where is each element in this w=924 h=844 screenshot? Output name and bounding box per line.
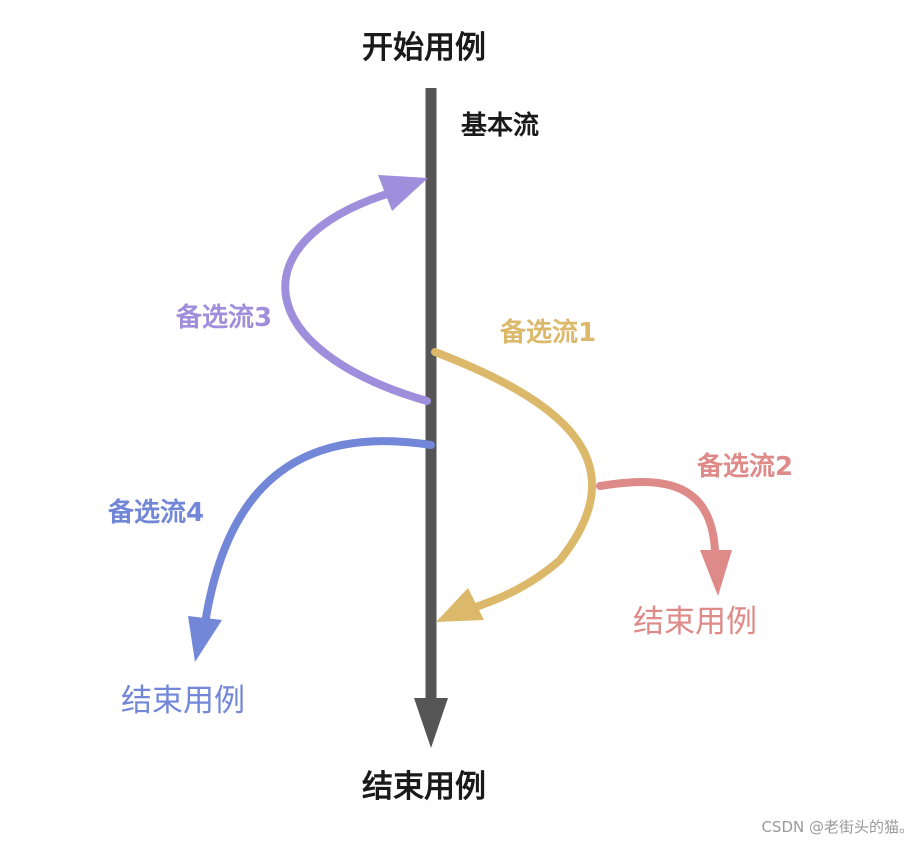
alt-flow-3-curve [281,189,431,405]
basic-flow-arrowhead [414,698,448,748]
alt-flow-4-end-label: 结束用例 [121,683,245,719]
basic-flow-label: 基本流 [461,111,540,141]
alt-flow-2-end-label: 结束用例 [633,604,757,640]
alt-flow-4-label: 备选流4 [108,498,205,528]
alt-flow-3-arrowhead [378,175,428,211]
alt-flow-1-curve [431,348,596,616]
start-use-case-label: 开始用例 [362,30,486,66]
end-use-case-label: 结束用例 [362,769,486,805]
alt-flow-2-arrowhead [700,550,732,596]
alt-flow-1-label: 备选流1 [500,318,597,348]
alt-flow-1-arrowhead [436,588,484,622]
alt-flow-2-curve [596,478,719,556]
alt-flow-4-arrowhead [188,616,222,662]
alt-flow-4-curve [200,437,435,634]
csdn-watermark: CSDN @老街头的猫。 [761,818,914,836]
alt-flow-3-label: 备选流3 [176,303,273,333]
alt-flow-2-label: 备选流2 [697,452,794,482]
